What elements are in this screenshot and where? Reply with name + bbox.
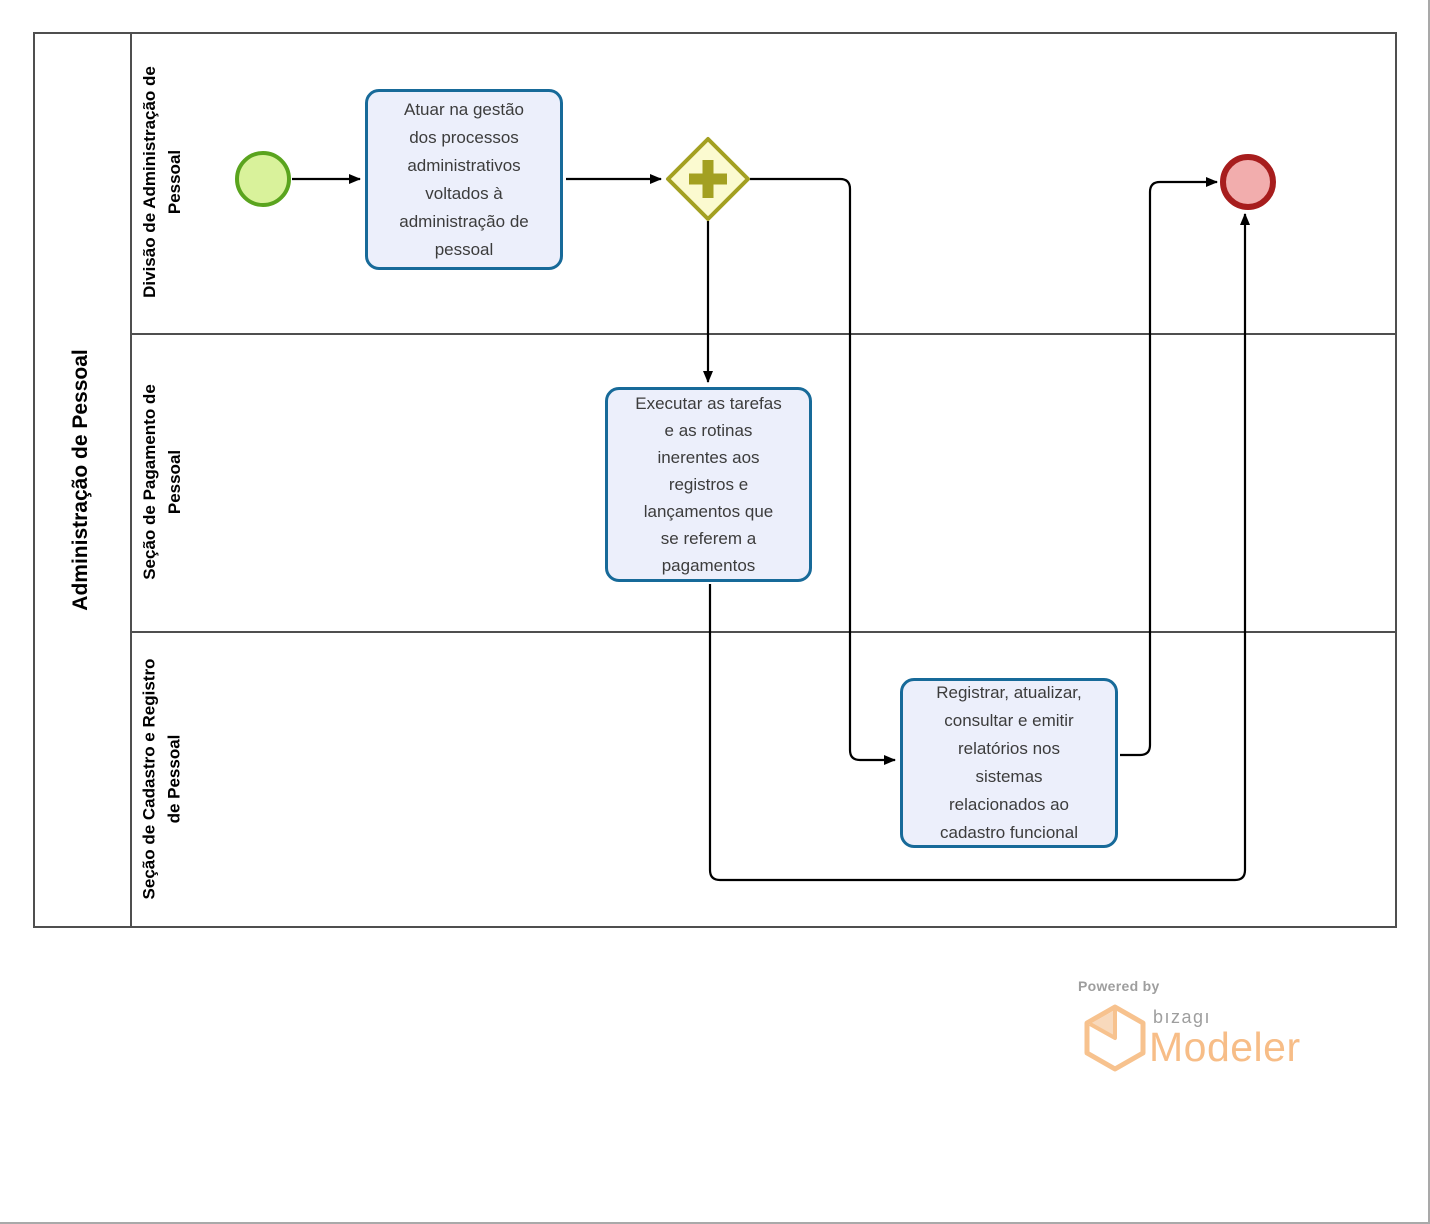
lane-secao-cadastro-registro [132, 631, 1395, 926]
task-executar-tarefas: Executar as tarefas e as rotinas inerent… [605, 387, 812, 582]
bizagi-hexagon-logo-icon [1084, 1004, 1146, 1072]
bizagi-brand-text: bızagı [1153, 1007, 1212, 1027]
modeler-product-text: Modeler [1149, 1024, 1301, 1070]
task-atuar-na-gestao: Atuar na gestão dos processos administra… [365, 89, 563, 270]
pool-header-strip [35, 34, 132, 926]
lane-divisao-administracao [132, 34, 1395, 333]
powered-by-text: Powered by [1078, 978, 1160, 994]
task-registrar-atualizar: Registrar, atualizar, consultar e emitir… [900, 678, 1118, 848]
